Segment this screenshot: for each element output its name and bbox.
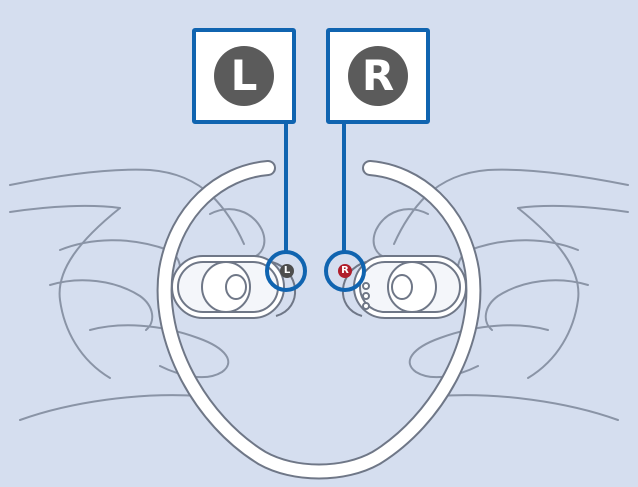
left-thumb: [209, 208, 266, 259]
left-finger-2: [49, 279, 154, 331]
right-hand-outline: [393, 168, 629, 245]
left-palm: [58, 207, 121, 379]
right-hand-bottom: [437, 394, 619, 421]
right-earbud-mark: R: [338, 264, 352, 278]
left-finger-3: [89, 324, 230, 379]
right-thumb: [372, 208, 429, 259]
left-badge: L: [214, 46, 274, 106]
right-mark-ring: [324, 250, 366, 292]
right-callout-box: R: [326, 28, 430, 124]
left-earbud-mark: L: [280, 264, 294, 278]
right-finger-2: [484, 279, 589, 331]
left-callout-box: L: [192, 28, 296, 124]
right-finger-3: [408, 324, 549, 379]
neckband: [156, 160, 482, 480]
left-earbud: [171, 255, 296, 319]
left-hand-bottom: [19, 394, 201, 421]
callout-leaders: [265, 120, 366, 292]
left-mark-ring: [265, 250, 307, 292]
left-hand-outline: [9, 168, 245, 245]
right-arm-lower: [517, 204, 629, 213]
right-palm: [517, 207, 580, 379]
right-badge: R: [348, 46, 408, 106]
left-arm-lower: [9, 204, 121, 213]
